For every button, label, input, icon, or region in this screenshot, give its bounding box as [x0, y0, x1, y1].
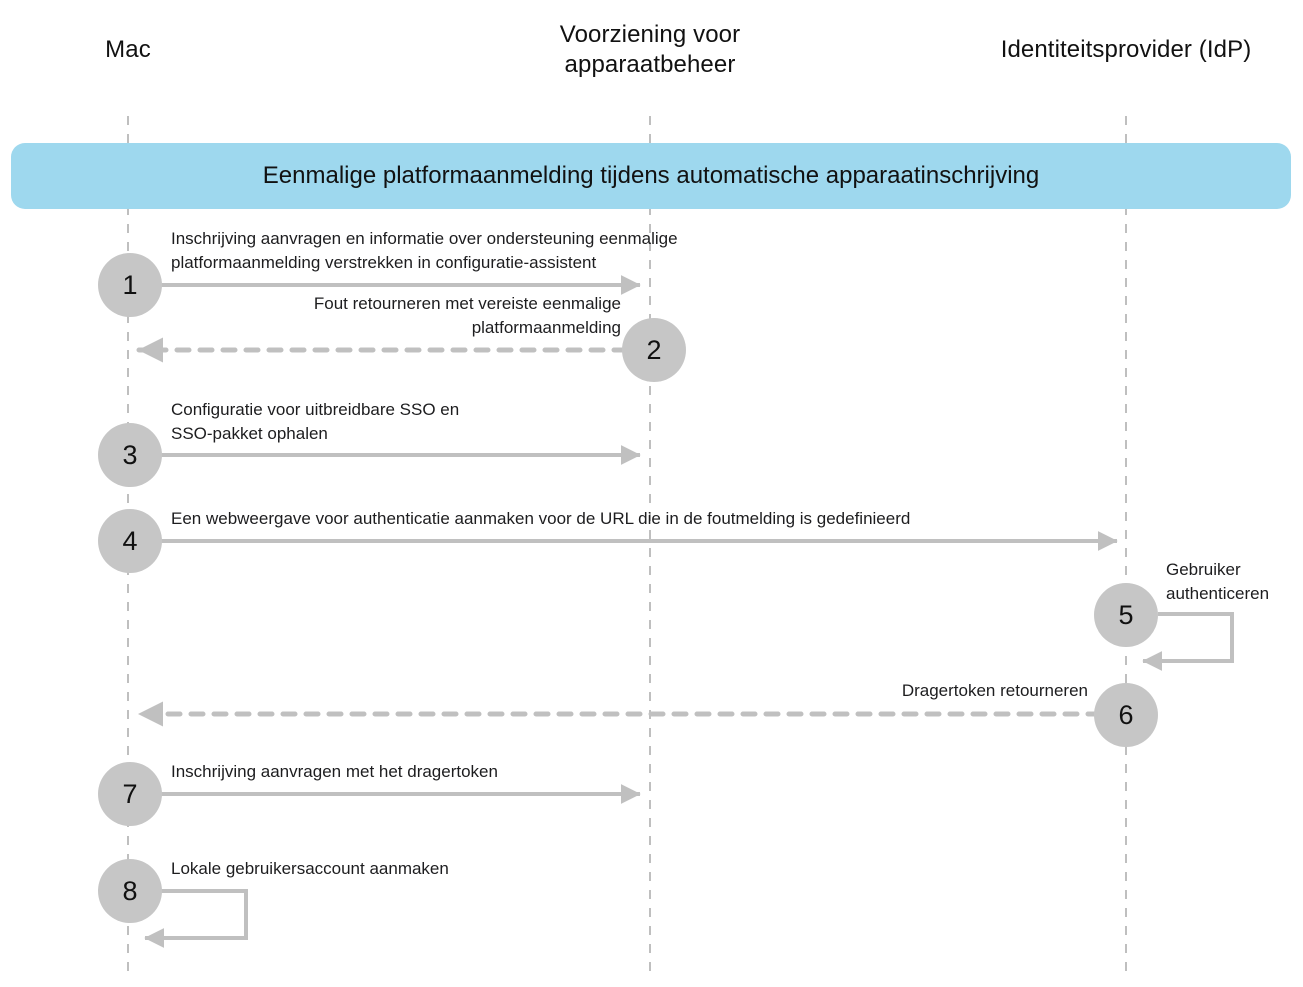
step-label-2-line1: Fout retourneren met vereiste eenmalige [313, 294, 621, 313]
lifeline-header-mdm: Voorziening voor apparaatbeheer [530, 20, 770, 80]
step-label-8: Lokale gebruikersaccount aanmaken [171, 859, 449, 878]
lifeline-header-mdm-line1: Voorziening voor [559, 21, 741, 48]
step-label-3-line2: SSO-pakket ophalen [171, 424, 328, 443]
step-label-1: Inschrijving aanvragen en informatie ove… [171, 227, 871, 275]
step-label-1-line2: platformaanmelding verstrekken in config… [171, 253, 597, 272]
step-marker-7: 7 [98, 762, 162, 826]
step-marker-1: 1 [98, 253, 162, 317]
step-label-5-line1: Gebruiker [1166, 560, 1241, 579]
phase-banner-label: Eenmalige platformaanmelding tijdens aut… [262, 162, 1040, 189]
step-marker-6: 6 [1094, 683, 1158, 747]
step-label-5-line2: authenticeren [1166, 584, 1270, 603]
arrow-step-8-self-loop [144, 889, 248, 948]
step-label-1-line1: Inschrijving aanvragen en informatie ove… [171, 229, 678, 248]
step-label-7: Inschrijving aanvragen met het dragertok… [171, 762, 498, 781]
arrow-step-5-self-loop [1142, 612, 1234, 671]
step-label-2: Fout retourneren met vereiste eenmalige … [171, 292, 621, 340]
step-label-5: Gebruiker authenticeren [1166, 558, 1303, 606]
step-marker-3: 3 [98, 423, 162, 487]
lifeline-header-mac: Mac [105, 36, 151, 63]
lifeline-header-idp: Identiteitsprovider (IdP) [1000, 36, 1252, 63]
step-marker-2: 2 [622, 318, 686, 382]
step-marker-4: 4 [98, 509, 162, 573]
step-label-3: Configuratie voor uitbreidbare SSO en SS… [171, 398, 671, 446]
phase-banner: Eenmalige platformaanmelding tijdens aut… [11, 143, 1291, 209]
step-label-2-line2: platformaanmelding [471, 318, 621, 337]
step-label-3-line1: Configuratie voor uitbreidbare SSO en [171, 400, 460, 419]
step-marker-5: 5 [1094, 583, 1158, 647]
lifeline-header-mdm-line2: apparaatbeheer [564, 51, 736, 78]
step-label-4: Een webweergave voor authenticatie aanma… [171, 509, 911, 528]
step-marker-8: 8 [98, 859, 162, 923]
step-label-6: Dragertoken retourneren [901, 681, 1088, 700]
